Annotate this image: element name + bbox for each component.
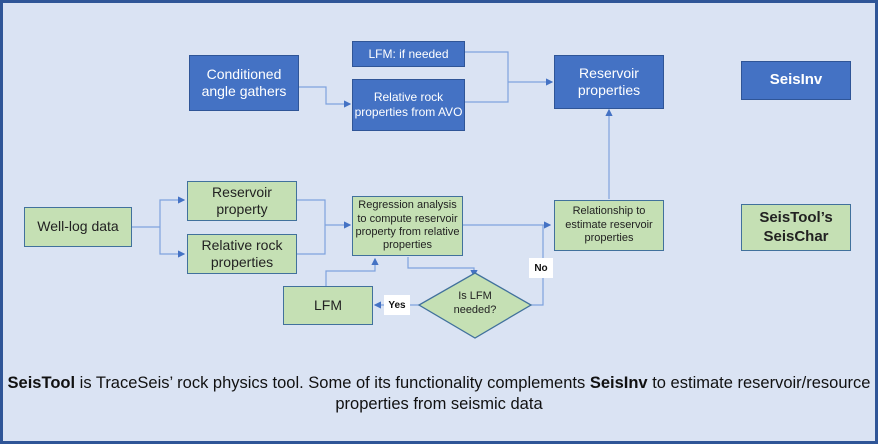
node-label: Well-log data <box>37 218 119 235</box>
connector-lfm-to-reservoir <box>465 51 509 82</box>
node-label: SeisInv <box>769 71 823 89</box>
label-yes: Yes <box>384 295 410 315</box>
node-label: Regression analysis to compute reservoir… <box>355 199 460 252</box>
node-relationship: Relationship to estimate reservoir prope… <box>554 200 664 251</box>
node-relative-rock-avo: Relative rock properties from AVO <box>352 79 465 131</box>
caption-bold-seistool: SeisTool <box>7 374 76 392</box>
node-label: Relative rock properties from AVO <box>354 90 463 119</box>
label-no: No <box>529 258 553 278</box>
node-label: Relative rock properties <box>201 236 283 270</box>
connector-avo-to-reservoir <box>465 82 509 103</box>
caption-text-2: to estimate reservoir/resource propertie… <box>335 374 871 414</box>
node-conditioned-angle-gathers: Conditioned angle gathers <box>189 55 299 111</box>
node-label: SeisTool’s SeisChar <box>759 209 833 245</box>
node-regression-analysis: Regression analysis to compute reservoir… <box>352 196 463 256</box>
connector-relrock-merge <box>297 225 326 255</box>
caption: SeisTool is TraceSeis’ rock physics tool… <box>3 373 875 416</box>
node-label: Reservoir properties <box>577 64 641 98</box>
node-well-log-data: Well-log data <box>24 207 132 247</box>
connector-welllog-to-resprop <box>159 196 186 227</box>
node-reservoir-property: Reservoir property <box>187 181 297 221</box>
connector-lfm-to-regression <box>325 257 379 286</box>
node-reservoir-properties: Reservoir properties <box>554 55 664 109</box>
caption-text-1: is TraceSeis’ rock physics tool. Some of… <box>75 374 590 392</box>
decision-label: Is LFM needed? <box>453 290 497 316</box>
connector-welllog-to-relrock <box>159 227 186 258</box>
connector-regression-to-decision <box>407 257 478 278</box>
connectors <box>132 51 613 339</box>
node-label: Relationship to estimate reservoir prope… <box>565 205 653 245</box>
node-label: Reservoir property <box>212 183 272 217</box>
node-lfm: LFM <box>283 286 373 325</box>
legend-seisinv: SeisInv <box>741 61 851 100</box>
node-label: LFM <box>314 296 342 313</box>
node-label: Conditioned angle gathers <box>201 65 287 99</box>
decision-diamond <box>417 272 533 339</box>
connector-gathers-to-avo <box>299 86 352 108</box>
connector-decision-no <box>531 225 544 306</box>
node-relative-rock-properties: Relative rock properties <box>187 234 297 274</box>
legend-seistool-seischar: SeisTool’s SeisChar <box>741 204 851 251</box>
caption-bold-seisinv: SeisInv <box>589 374 648 392</box>
node-label: LFM: if needed <box>368 46 449 61</box>
connector-resprop-merge <box>297 199 326 225</box>
node-lfm-if-needed: LFM: if needed <box>352 41 465 67</box>
